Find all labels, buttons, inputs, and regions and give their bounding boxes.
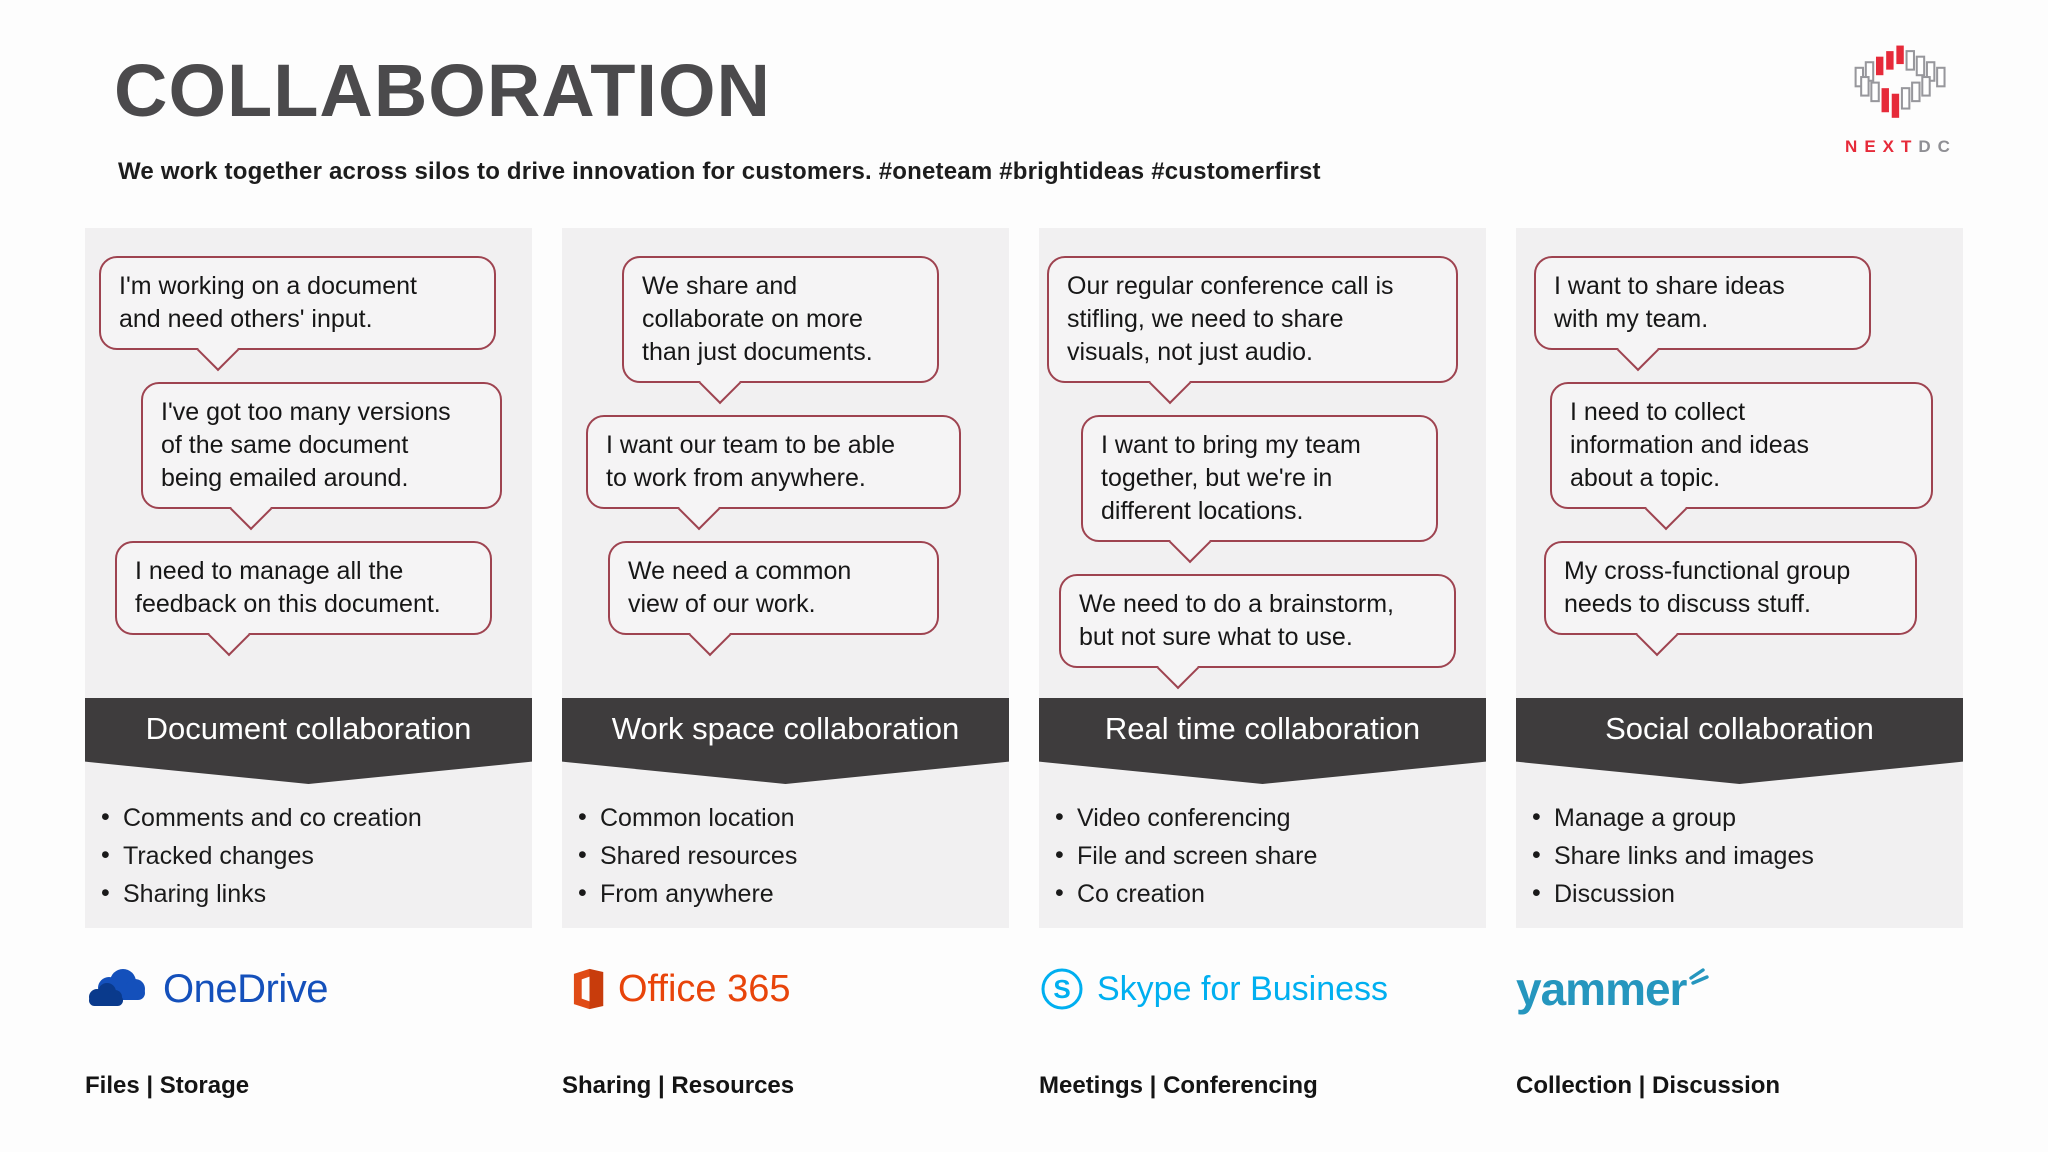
feature-list: Video conferencing File and screen share… (1053, 803, 1476, 909)
feature-list: Common location Shared resources From an… (576, 803, 999, 909)
product-logo-yammer: yammer (1516, 958, 1963, 1020)
feature-list: Manage a group Share links and images Di… (1530, 803, 1953, 909)
product-logo-skype: S Skype for Business (1039, 958, 1486, 1020)
list-item: Video conferencing (1053, 803, 1476, 833)
slide-subtitle: We work together across silos to drive i… (118, 158, 1321, 185)
product-name: OneDrive (163, 966, 328, 1011)
list-item: Share links and images (1530, 841, 1953, 871)
speech-bubble: I want to share ideas with my team. (1534, 256, 1871, 350)
feature-list: Comments and co creation Tracked changes… (99, 803, 522, 909)
product-tagline: Files | Storage (85, 1072, 250, 1099)
list-item: Shared resources (576, 841, 999, 871)
speech-bubble: We need to do a brainstorm, but not sure… (1059, 574, 1456, 668)
page-title: COLLABORATION (114, 49, 771, 132)
list-item: Discussion (1530, 879, 1953, 909)
features-panel: Common location Shared resources From an… (562, 762, 1009, 928)
product-tagline: Sharing | Resources (562, 1072, 795, 1099)
speech-bubble: I've got too many versions of the same d… (141, 382, 502, 509)
list-item: Common location (576, 803, 999, 833)
list-item: File and screen share (1053, 841, 1476, 871)
onedrive-cloud-icon (89, 969, 145, 1006)
speech-bubble: I want to bring my team together, but we… (1081, 415, 1438, 542)
product-name: Office 365 (618, 967, 791, 1010)
product-logo-onedrive: OneDrive (85, 958, 532, 1020)
product-name: yammer (1516, 963, 1687, 1015)
office-book-icon (573, 968, 604, 1010)
nextdc-wordmark: NEXTDC (1826, 137, 1976, 157)
product-tagline: Collection | Discussion (1516, 1072, 1781, 1099)
list-item: Comments and co creation (99, 803, 522, 833)
nextdc-cube-icon (1854, 45, 1946, 118)
features-panel: Comments and co creation Tracked changes… (85, 762, 532, 928)
list-item: Manage a group (1530, 803, 1953, 833)
quotes-panel: I want to share ideas with my team. I ne… (1516, 228, 1963, 698)
columns-container: I'm working on a document and need other… (85, 228, 1963, 1100)
speech-bubble: My cross-functional group needs to discu… (1544, 541, 1917, 635)
yammer-spark-icon (1689, 968, 1710, 985)
quotes-panel: I'm working on a document and need other… (85, 228, 532, 698)
features-panel: Video conferencing File and screen share… (1039, 762, 1486, 928)
svg-text:S: S (1053, 974, 1070, 1004)
speech-bubble: I'm working on a document and need other… (99, 256, 496, 350)
brand-name-secondary: DC (1918, 137, 1957, 156)
product-tagline: Meetings | Conferencing (1039, 1072, 1318, 1099)
product-logo-office365: Office 365 (562, 958, 1009, 1020)
quotes-panel: Our regular conference call is stifling,… (1039, 228, 1486, 698)
brand-name-primary: NEXT (1845, 137, 1919, 156)
list-item: Sharing links (99, 879, 522, 909)
speech-bubble: I need to collect information and ideas … (1550, 382, 1933, 509)
list-item: From anywhere (576, 879, 999, 909)
list-item: Co creation (1053, 879, 1476, 909)
features-panel: Manage a group Share links and images Di… (1516, 762, 1963, 928)
column-realtime-collaboration: Our regular conference call is stifling,… (1039, 228, 1486, 1100)
column-social-collaboration: I want to share ideas with my team. I ne… (1516, 228, 1963, 1100)
skype-s-icon: S (1041, 968, 1083, 1010)
list-item: Tracked changes (99, 841, 522, 871)
product-name: Skype for Business (1097, 969, 1389, 1008)
column-workspace-collaboration: We share and collaborate on more than ju… (562, 228, 1009, 1100)
speech-bubble: Our regular conference call is stifling,… (1047, 256, 1458, 383)
speech-bubble: I want our team to be able to work from … (586, 415, 961, 509)
speech-bubble: I need to manage all the feedback on thi… (115, 541, 492, 635)
column-document-collaboration: I'm working on a document and need other… (85, 228, 532, 1100)
speech-bubble: We need a common view of our work. (608, 541, 939, 635)
quotes-panel: We share and collaborate on more than ju… (562, 228, 1009, 698)
nextdc-logo: NEXTDC (1826, 40, 1976, 157)
speech-bubble: We share and collaborate on more than ju… (622, 256, 939, 383)
